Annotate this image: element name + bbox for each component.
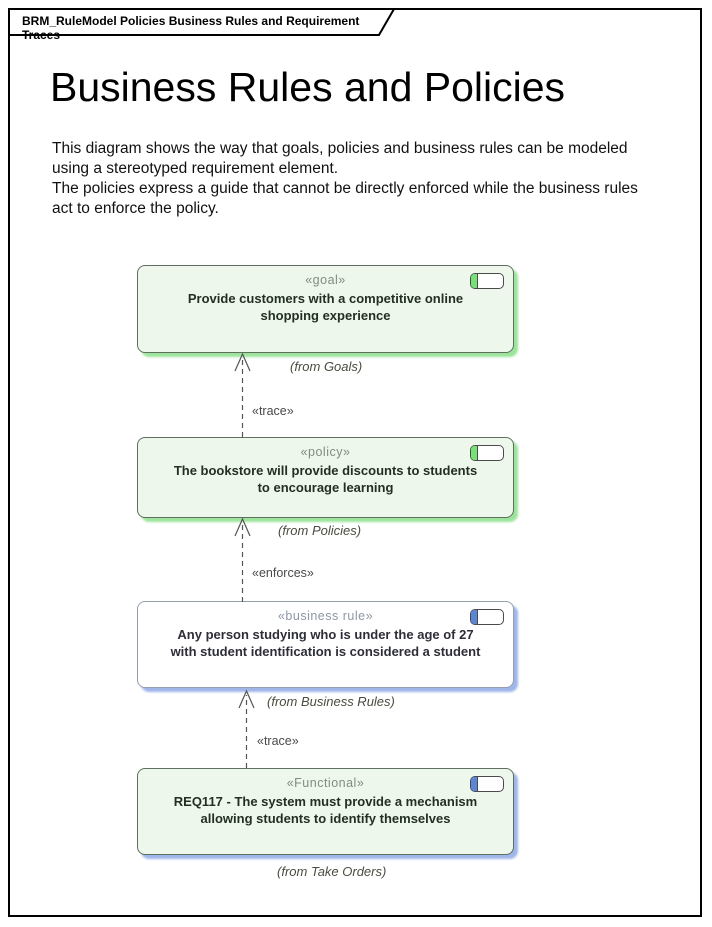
from-label-policies: (from Policies) bbox=[278, 523, 362, 538]
connector-label-enforces: «enforces» bbox=[252, 566, 314, 580]
requirement-icon-blue bbox=[470, 609, 504, 625]
from-label-take-orders: (from Take Orders) bbox=[277, 864, 387, 879]
node-text: REQ117 - The system must provide a mecha… bbox=[173, 794, 478, 826]
frame-tab-shape bbox=[8, 8, 396, 36]
stereotype-label: «Functional» bbox=[286, 776, 365, 790]
requirement-icon-bar bbox=[471, 777, 478, 791]
frame-tab-label: BRM_RuleModel Policies Business Rules an… bbox=[22, 14, 360, 42]
node-text: The bookstore will provide discounts to … bbox=[173, 463, 478, 495]
description-line-1: This diagram shows the way that goals, p… bbox=[52, 140, 628, 177]
node-business-rule[interactable]: «business rule» Any person studying who … bbox=[137, 601, 514, 688]
description-line-2: The policies express a guide that cannot… bbox=[52, 180, 638, 217]
connector-label-trace-2: «trace» bbox=[257, 734, 299, 748]
from-label-goals: (from Goals) bbox=[290, 359, 363, 374]
page-title: Business Rules and Policies bbox=[50, 64, 566, 110]
requirement-icon-bar bbox=[471, 274, 478, 288]
requirement-icon-green bbox=[470, 273, 504, 289]
stereotype-label: «policy» bbox=[300, 445, 351, 459]
requirement-icon-green bbox=[470, 445, 504, 461]
requirement-icon-blue bbox=[470, 776, 504, 792]
node-text: Any person studying who is under the age… bbox=[170, 627, 481, 659]
node-goal[interactable]: «goal» Provide customers with a competit… bbox=[137, 265, 514, 353]
requirement-icon-bar bbox=[471, 610, 478, 624]
diagram-description: This diagram shows the way that goals, p… bbox=[52, 139, 656, 219]
from-label-business-rules: (from Business Rules) bbox=[267, 694, 395, 709]
stereotype-label: «business rule» bbox=[277, 609, 374, 623]
node-functional-requirement[interactable]: «Functional» REQ117 - The system must pr… bbox=[137, 768, 514, 855]
node-policy[interactable]: «policy» The bookstore will provide disc… bbox=[137, 437, 514, 518]
connector-label-trace-1: «trace» bbox=[252, 404, 294, 418]
node-text: Provide customers with a competitive onl… bbox=[187, 291, 464, 323]
stereotype-label: «goal» bbox=[305, 273, 346, 287]
requirement-icon-bar bbox=[471, 446, 478, 460]
frame-tab bbox=[8, 8, 396, 36]
